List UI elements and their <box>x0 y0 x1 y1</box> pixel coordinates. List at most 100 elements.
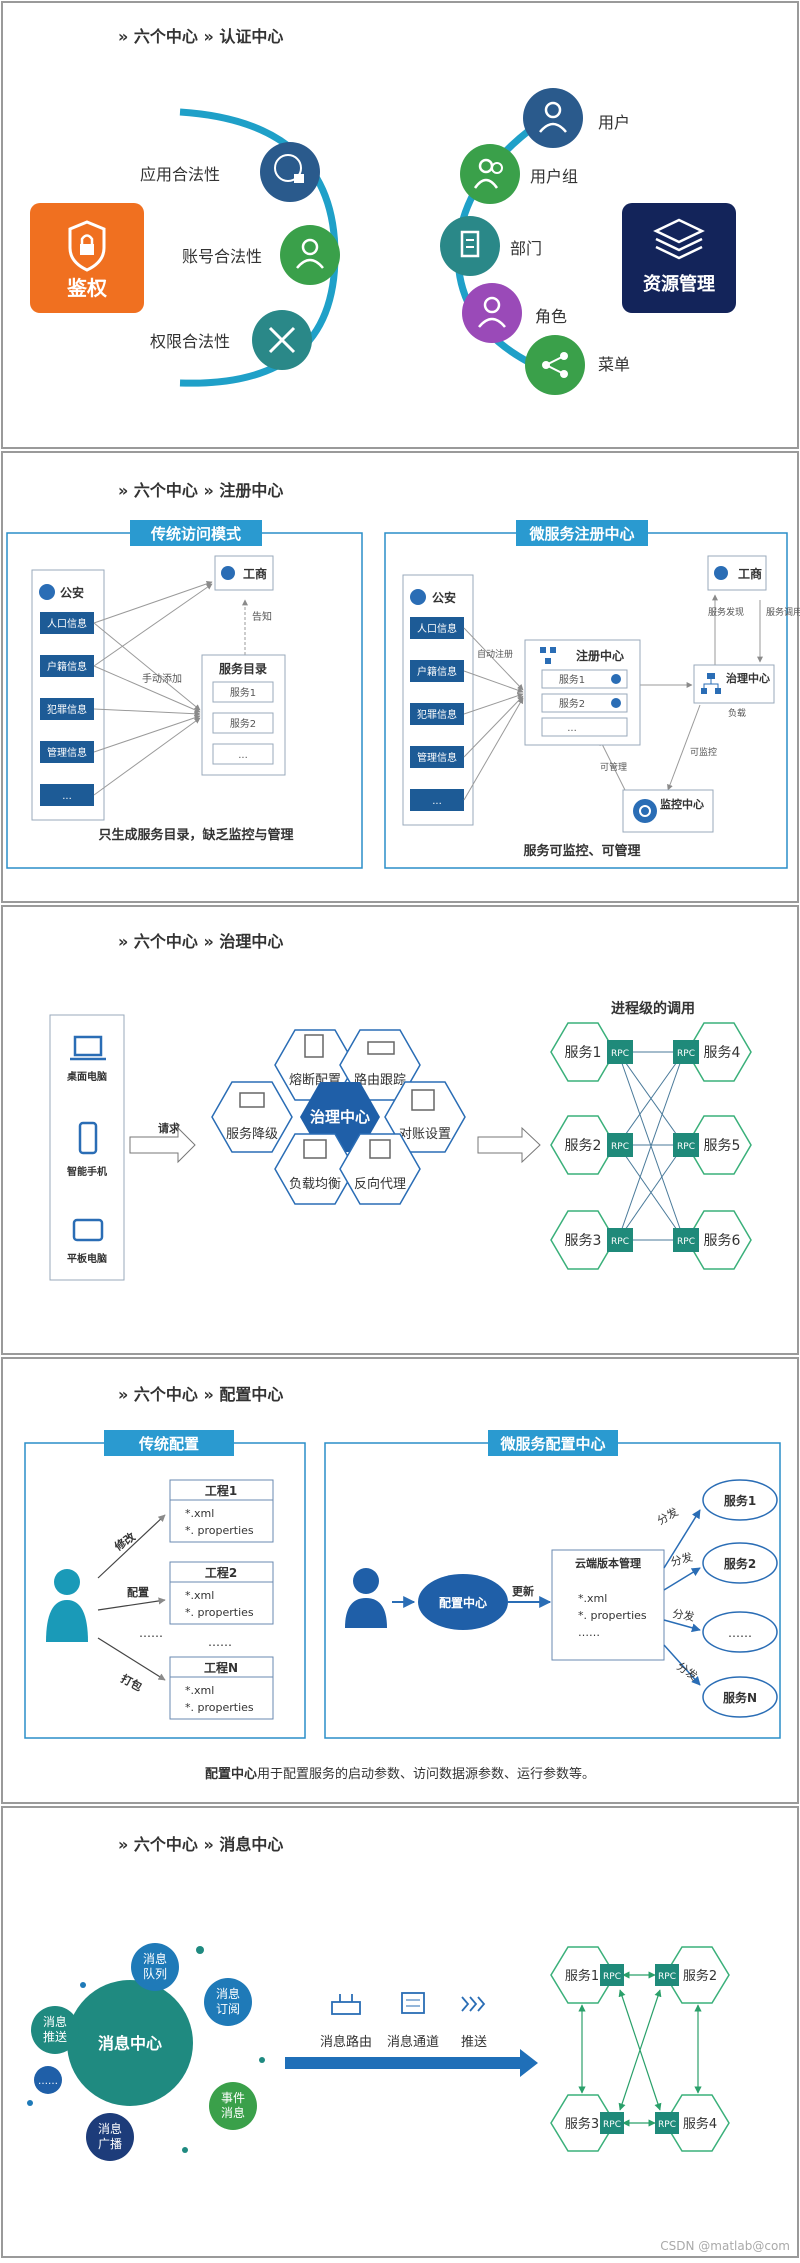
hex-balance: 负载均衡 <box>289 1177 341 1192</box>
hex-cluster: 熔断配置 路由跟踪 服务降级 治理中心 对账设置 负载均衡 反向代理 <box>211 1029 466 1205</box>
app-legality-node <box>260 142 320 202</box>
svg-text:管理信息: 管理信息 <box>417 751 457 764</box>
governance-label: 治理中心 <box>726 671 770 685</box>
config-center-label: 配置中心 <box>439 1595 487 1610</box>
service-discovery: 服务发现 <box>708 606 744 618</box>
bubble-broadcast-label: 消息广播 <box>98 2121 122 2151</box>
device-phone: 智能手机 <box>67 1165 107 1178</box>
right-caption: 服务可监控、可管理 <box>523 843 640 859</box>
device-tablet: 平板电脑 <box>67 1252 107 1265</box>
msg-service-4: 服务4 <box>683 2116 717 2132</box>
bubble-line: 消息 <box>143 1951 167 1966</box>
cloud-f1: *.xml <box>578 1592 607 1605</box>
bubble-line: 消息 <box>98 2121 122 2136</box>
dots-left: …… <box>139 1626 163 1640</box>
channel-icon <box>401 1992 425 2014</box>
config-caption: 配置中心用于配置服务的启动参数、访问数据源参数、运行参数等。 <box>205 1766 595 1782</box>
service-call: 服务调用 <box>766 606 800 618</box>
left-title-bar <box>104 1430 234 1456</box>
auth-label: 鉴权 <box>66 276 108 300</box>
left-arrows <box>93 580 248 796</box>
service-1: 服务1 <box>565 1045 602 1061</box>
gongan-group <box>31 569 105 821</box>
resource-item-user: 用户 <box>598 113 630 132</box>
msg-service-3: 服务3 <box>565 2116 599 2132</box>
manageable-label: 可管理 <box>600 761 627 773</box>
bubble-line: …… <box>38 2076 58 2087</box>
catalog-title: 服务目录 <box>219 661 267 676</box>
rpc-badge: RPC <box>677 1049 695 1059</box>
service-3: 服务3 <box>565 1233 602 1249</box>
panel-title: » 六个中心 » 配置中心 <box>118 1385 283 1404</box>
police-badge-icon <box>714 566 728 580</box>
decor-dots <box>27 1946 265 2153</box>
svg-text:服务2: 服务2 <box>230 717 256 730</box>
feature-route: 消息路由 <box>320 2034 372 2050</box>
right-gongan-label: 公安 <box>432 590 456 605</box>
tablet-icon <box>72 1218 104 1242</box>
svg-text:*.xml: *.xml <box>185 1507 214 1520</box>
svg-text:工程1: 工程1 <box>205 1483 237 1498</box>
project-n: 工程N *.xml *. properties <box>169 1656 274 1720</box>
svg-text:管理信息: 管理信息 <box>47 746 87 759</box>
monitor-icon <box>633 799 657 823</box>
dispatch-label: 分发 <box>671 1606 695 1624</box>
role-node <box>462 283 522 343</box>
push-icon <box>461 1996 486 2012</box>
bubble-queue-label: 消息队列 <box>143 1951 167 1981</box>
cloud-version-box <box>551 1549 665 1661</box>
police-badge-icon <box>221 566 235 580</box>
auth-box <box>30 203 144 313</box>
building-icon <box>460 230 480 258</box>
panel-governance-center: » 六个中心 » 治理中心 桌面电脑 智能手机 平板电脑 请求 熔断配置 路由跟… <box>1 905 799 1355</box>
svg-text:服务1: 服务1 <box>230 686 256 699</box>
registry-icon <box>540 647 556 664</box>
bubble-subscribe <box>204 1978 252 2026</box>
developer-avatar <box>46 1569 88 1642</box>
bubble-push <box>31 2006 79 2054</box>
layers-icon <box>653 218 705 260</box>
panel-message-center: » 六个中心 » 消息中心 消息中心 消息队列 消息订阅 消息推送 …… 事件消… <box>1 1806 799 2258</box>
device-desktop: 桌面电脑 <box>66 1070 107 1083</box>
bubble-line: 消息 <box>216 1986 240 2001</box>
monitorable-label: 可监控 <box>690 746 717 758</box>
hex-reconcile: 对账设置 <box>399 1127 451 1142</box>
bubble-push-label: 消息推送 <box>43 2014 67 2044</box>
menu-node <box>525 335 585 395</box>
request-label: 请求 <box>158 1121 181 1135</box>
rpc-badge: RPC <box>611 1142 629 1152</box>
svg-text:人口信息: 人口信息 <box>417 622 457 635</box>
permission-legality-node <box>252 310 312 370</box>
svg-text:...: ... <box>567 723 577 734</box>
svg-text:*. properties: *. properties <box>185 1701 254 1714</box>
panel-title: » 六个中心 » 治理中心 <box>118 932 283 951</box>
tools-icon <box>268 326 296 354</box>
notify-text: 告知 <box>252 610 272 623</box>
bubble-line: 消息 <box>221 2105 245 2120</box>
svg-text:服务1: 服务1 <box>724 1493 756 1508</box>
project-1: 工程1 *.xml *. properties <box>169 1479 274 1543</box>
svg-text:人口信息: 人口信息 <box>47 617 87 630</box>
right-title: 微服务配置中心 <box>499 1435 605 1453</box>
feature-push: 推送 <box>461 2035 487 2050</box>
bubble-line: 广播 <box>98 2137 122 2151</box>
svg-text:*. properties: *. properties <box>185 1524 254 1537</box>
resource-item-group: 用户组 <box>530 167 578 186</box>
phone-icon <box>78 1121 98 1155</box>
operator-avatar <box>345 1568 387 1628</box>
fuse-icon <box>304 1034 324 1058</box>
panel-title: » 六个中心 » 消息中心 <box>118 1835 283 1854</box>
feature-channel: 消息通道 <box>387 2034 439 2050</box>
svg-text:*.xml: *.xml <box>185 1684 214 1697</box>
governance-center-label: 治理中心 <box>310 1108 370 1126</box>
svg-text:工程N: 工程N <box>204 1660 238 1675</box>
panel-config-center: » 六个中心 » 配置中心 传统配置 修改 配置 打包 …… 工程1 *.xml… <box>1 1357 799 1804</box>
auth-item-permission: 权限合法性 <box>150 332 230 351</box>
bubble-line: 队列 <box>143 1966 167 1981</box>
auto-register: 自动注册 <box>477 648 513 660</box>
user-icon <box>301 238 319 256</box>
configure-label: 配置 <box>127 1585 149 1599</box>
config-center-node <box>418 1574 508 1630</box>
monitor-center-label: 监控中心 <box>660 797 704 811</box>
